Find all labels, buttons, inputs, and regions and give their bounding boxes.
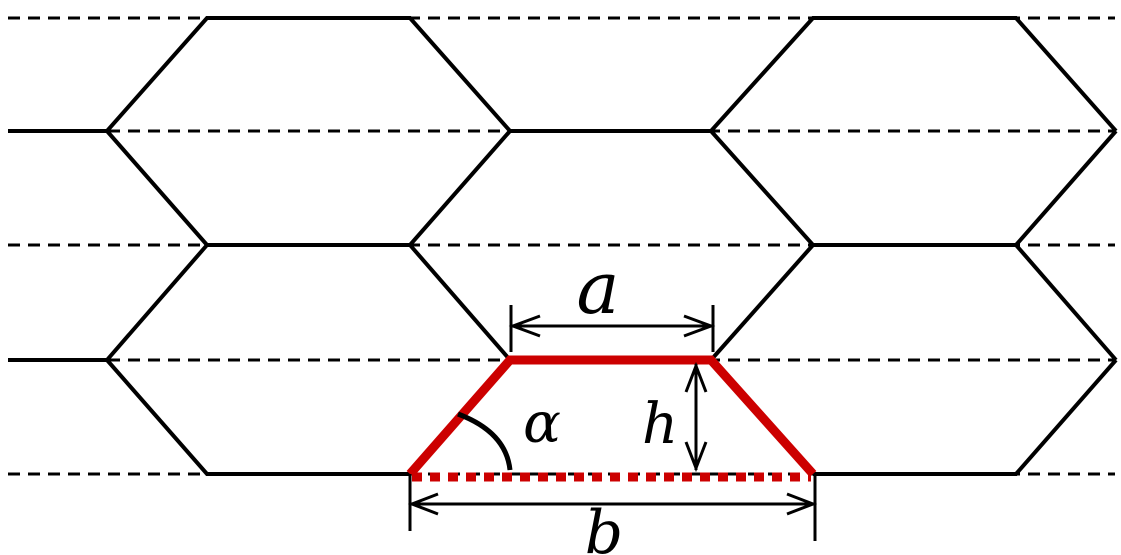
h-arrow-top bbox=[684, 361, 708, 393]
label-alpha: α bbox=[523, 391, 561, 456]
label-a: a bbox=[577, 246, 620, 330]
dimension-markers bbox=[407, 305, 818, 541]
cell-row2-right bbox=[709, 243, 815, 362]
cell-row1-bottom bbox=[105, 129, 512, 247]
h-arrow-bottom bbox=[684, 441, 708, 473]
label-h: h bbox=[642, 392, 678, 457]
cell-row2-mid bbox=[408, 243, 512, 362]
alpha-angle-arc bbox=[457, 411, 513, 471]
cell-row1-right-bottom bbox=[709, 129, 1118, 247]
cell-row2 bbox=[8, 243, 209, 362]
cell-row2-far-right bbox=[1014, 243, 1118, 362]
cell-row3-left bbox=[105, 358, 410, 476]
label-b: b bbox=[585, 498, 623, 555]
cell-row3-right bbox=[813, 358, 1118, 476]
honeycomb-cells bbox=[8, 16, 1118, 476]
cell-row1-left bbox=[8, 16, 1118, 133]
a-arrow-left bbox=[508, 314, 541, 338]
b-arrow-left bbox=[407, 492, 439, 516]
a-arrow-right bbox=[683, 314, 716, 338]
b-arrow-right bbox=[786, 492, 818, 516]
